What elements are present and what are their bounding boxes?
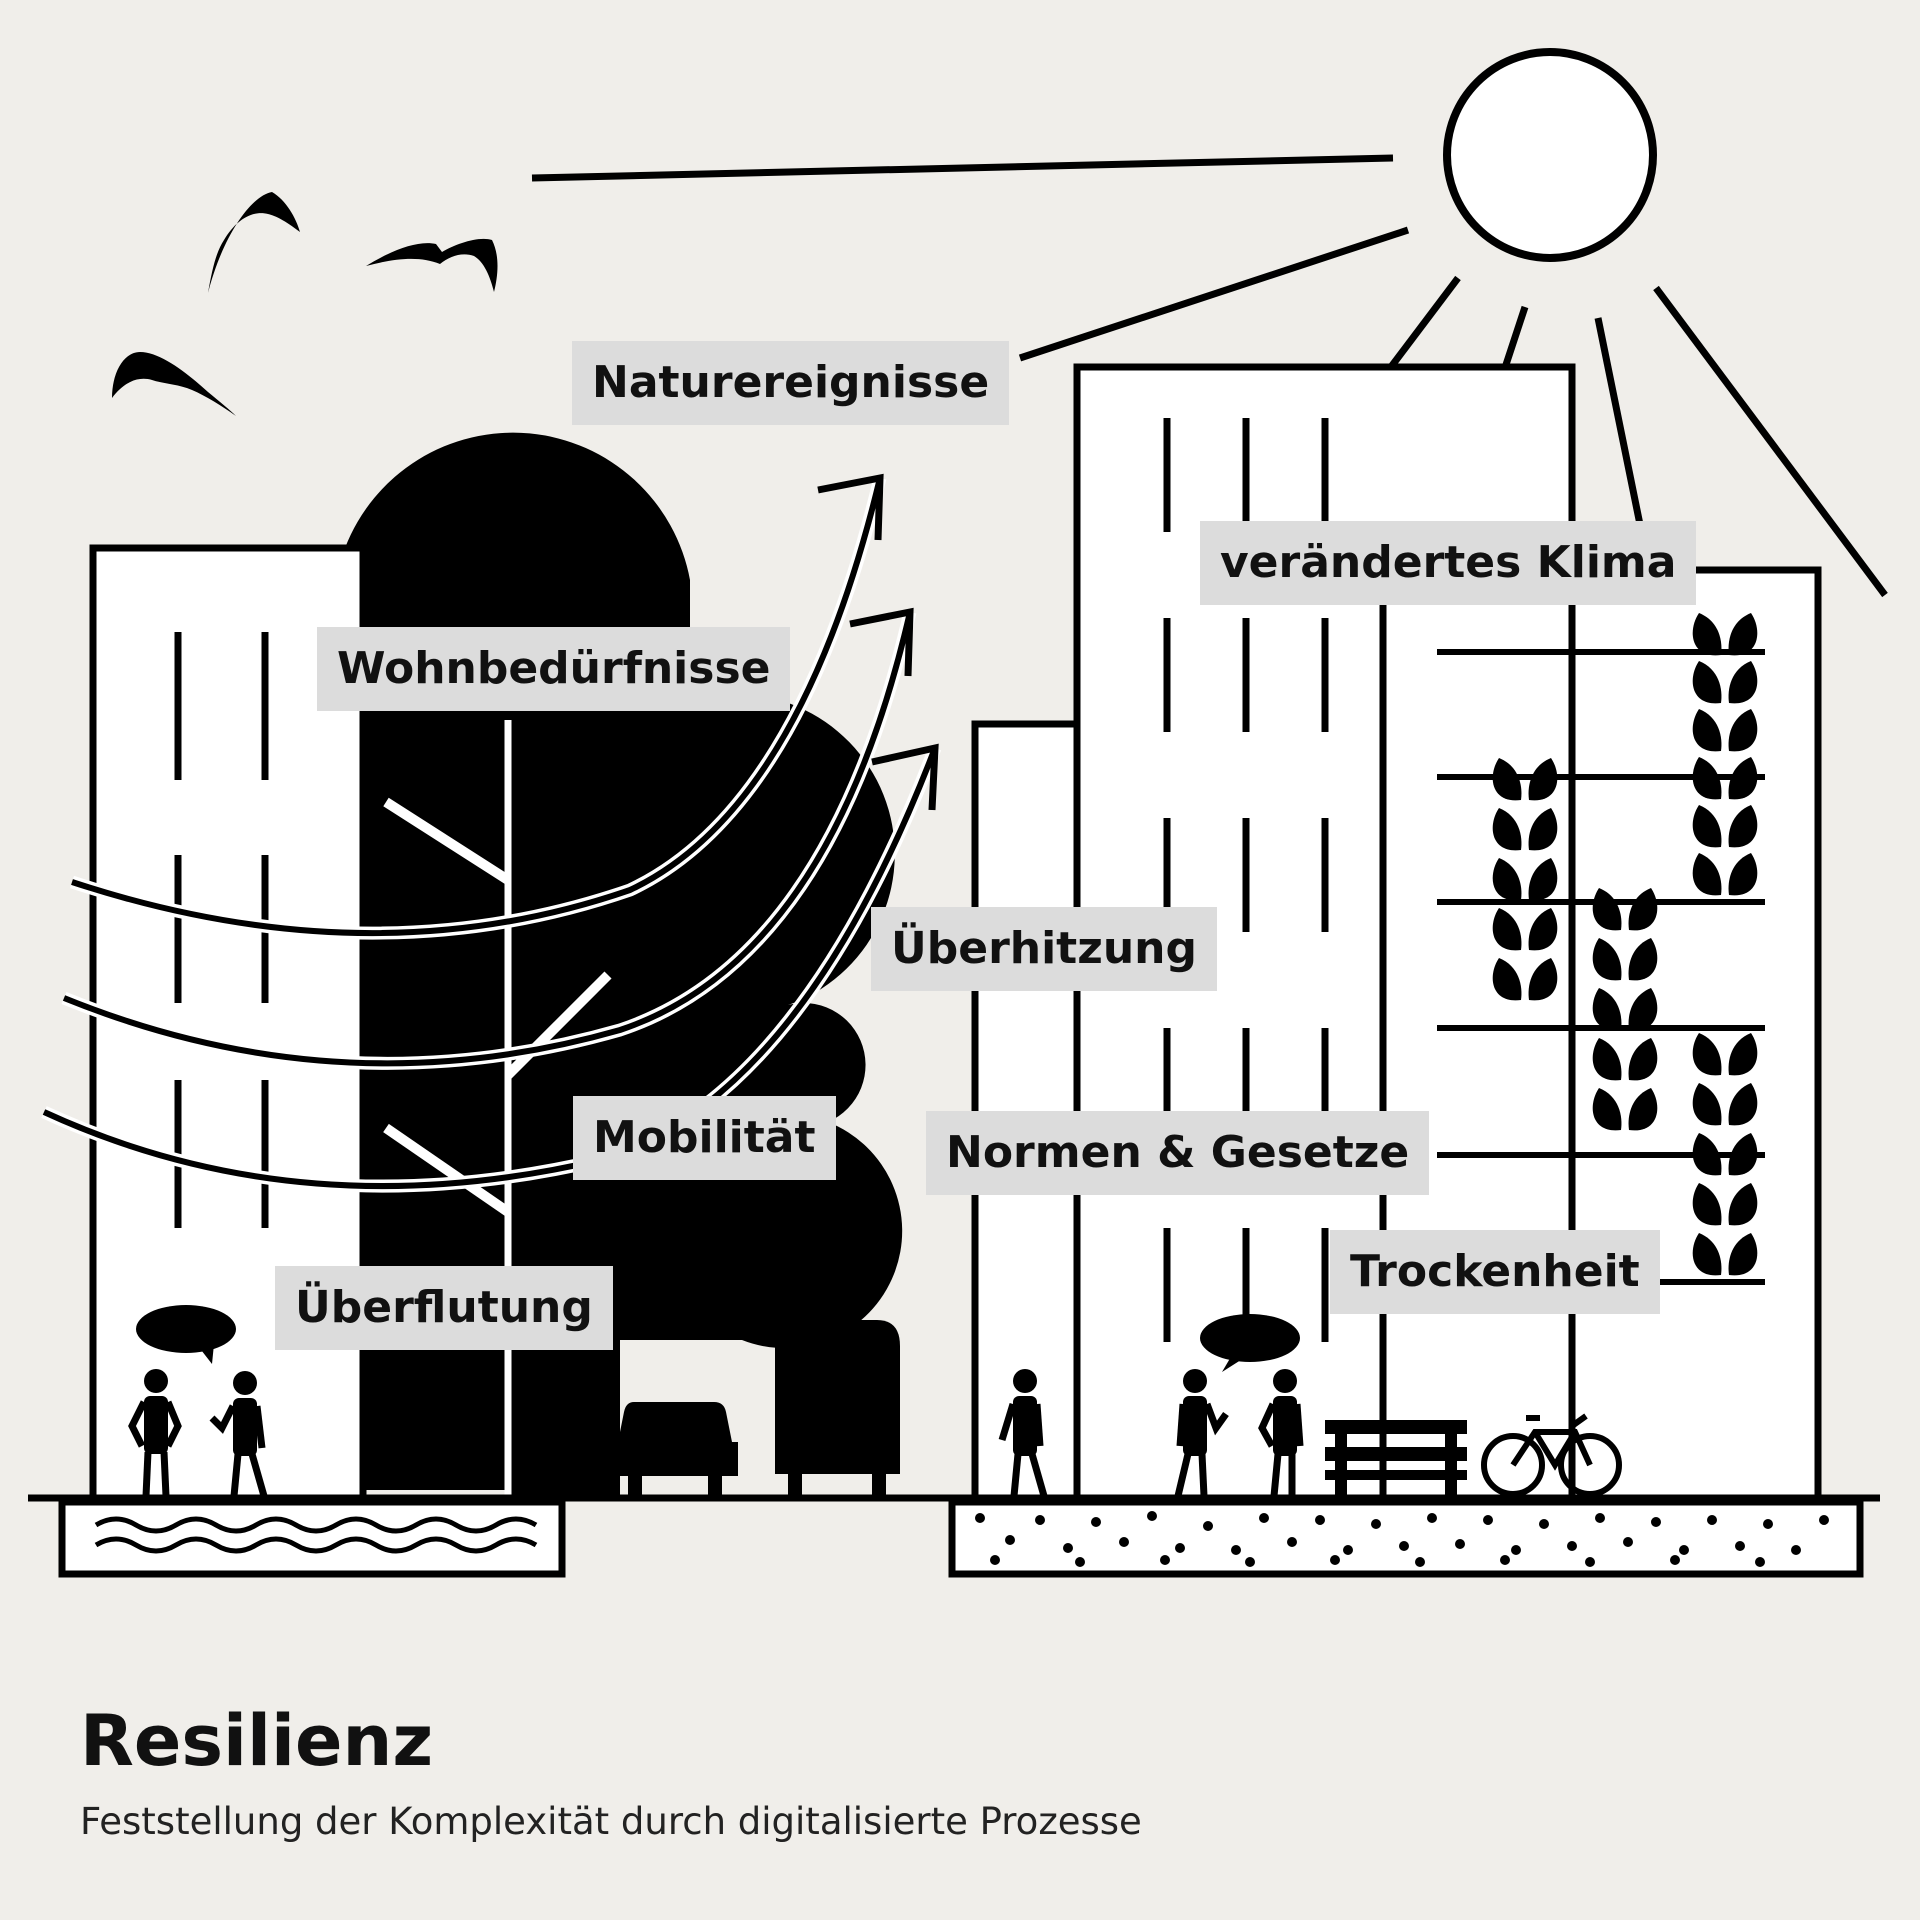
- car-icon: [612, 1402, 738, 1496]
- birds-icon: [112, 192, 498, 416]
- label-ueberflutung: Überflutung: [275, 1266, 613, 1350]
- people-left-icon: [128, 1305, 268, 1497]
- water-waves-icon: [94, 1516, 538, 1554]
- sun-icon: [1443, 48, 1657, 262]
- label-trockenheit: Trockenheit: [1330, 1230, 1660, 1314]
- bus-icon: [775, 1320, 900, 1496]
- label-wohnbeduerfnisse: Wohnbedürfnisse: [317, 627, 791, 711]
- label-normen-gesetze: Normen & Gesetze: [926, 1111, 1430, 1195]
- label-naturereignisse: Naturereignisse: [572, 341, 1010, 425]
- bicycle-icon: [1481, 1413, 1622, 1497]
- label-veraendertes-klima: verändertes Klima: [1200, 521, 1697, 605]
- gravel-icon: [975, 1511, 1829, 1567]
- bench-icon: [1325, 1420, 1467, 1496]
- people-right-icon: [998, 1314, 1304, 1497]
- ground: [28, 1494, 1880, 1578]
- label-mobilitaet: Mobilität: [573, 1096, 836, 1180]
- page-subtitle: Feststellung der Komplexität durch digit…: [80, 1800, 1142, 1843]
- label-ueberhitzung: Überhitzung: [871, 907, 1217, 991]
- page-title: Resilienz: [80, 1700, 434, 1782]
